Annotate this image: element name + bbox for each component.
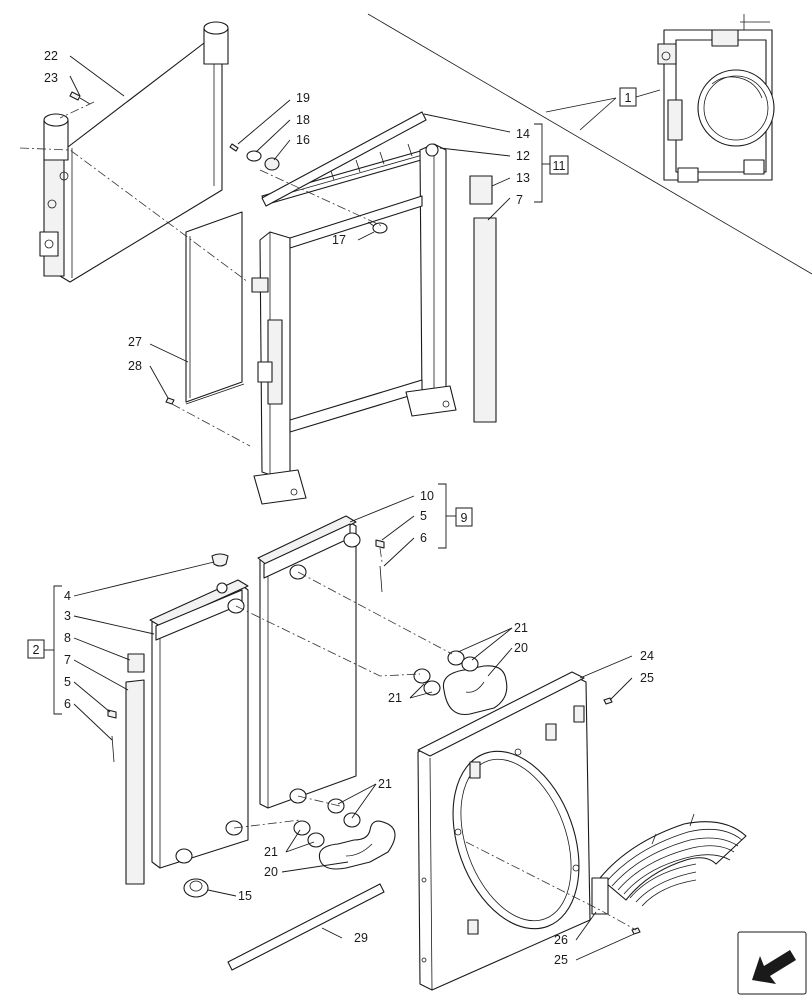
callout-10: 10 bbox=[420, 489, 434, 503]
callout-21-a: 21 bbox=[514, 621, 528, 635]
callout-20-b: 20 bbox=[264, 865, 278, 879]
washer-stack-16-18-19 bbox=[229, 143, 280, 171]
assembly-overview-thumbnail bbox=[367, 13, 812, 275]
callout-20-a: 20 bbox=[514, 641, 528, 655]
ref-box-11-label: 11 bbox=[553, 159, 566, 173]
bolt-23 bbox=[69, 91, 91, 105]
callout-21-c: 21 bbox=[378, 777, 392, 791]
fan-shroud-24 bbox=[417, 671, 591, 991]
callout-14: 14 bbox=[516, 127, 530, 141]
callout-21-d: 21 bbox=[264, 845, 278, 859]
ref-box-11 bbox=[549, 155, 569, 175]
foam-strip-7-lower bbox=[125, 679, 145, 885]
foam-strip-7-upper bbox=[473, 217, 497, 423]
radiator-frame bbox=[251, 143, 457, 505]
foam-pad-8 bbox=[127, 653, 145, 673]
callout-13: 13 bbox=[516, 171, 530, 185]
callout-27: 27 bbox=[128, 335, 142, 349]
callout-5-lower: 5 bbox=[64, 675, 71, 689]
spacer-15 bbox=[183, 878, 209, 898]
callout-25-upper: 25 bbox=[640, 671, 654, 685]
arrow-left-down-icon[interactable] bbox=[737, 931, 807, 995]
ref-box-2-label: 2 bbox=[33, 643, 40, 657]
screen-panel-27 bbox=[165, 211, 245, 405]
clip-5-6-upper bbox=[375, 539, 385, 593]
callout-22: 22 bbox=[44, 49, 58, 63]
callout-6-lower: 6 bbox=[64, 697, 71, 711]
callout-7-upper: 7 bbox=[516, 193, 523, 207]
callout-28: 28 bbox=[128, 359, 142, 373]
assembly-centerlines bbox=[19, 101, 637, 931]
fan-guard-26 bbox=[591, 813, 747, 935]
callout-21-b: 21 bbox=[388, 691, 402, 705]
callout-16: 16 bbox=[296, 133, 310, 147]
callout-15: 15 bbox=[238, 889, 252, 903]
callout-4: 4 bbox=[64, 589, 71, 603]
ref-box-1-label: 1 bbox=[625, 91, 632, 105]
hose-20-lower bbox=[293, 798, 396, 870]
callout-labels: 22 23 19 18 16 14 12 13 7 17 27 28 10 5 … bbox=[44, 49, 654, 967]
callout-19: 19 bbox=[296, 91, 310, 105]
callout-18: 18 bbox=[296, 113, 310, 127]
callout-3: 3 bbox=[64, 609, 71, 623]
foam-pad-13 bbox=[469, 175, 493, 205]
callout-7-lower: 7 bbox=[64, 653, 71, 667]
radiator-3 bbox=[149, 579, 249, 869]
strip-29 bbox=[227, 883, 385, 971]
ref-box-2 bbox=[27, 639, 45, 659]
ref-box-9 bbox=[455, 507, 473, 527]
callout-17: 17 bbox=[332, 233, 346, 247]
cap-4 bbox=[211, 553, 229, 567]
ref-box-9-label: 9 bbox=[461, 511, 468, 525]
callout-25-lower: 25 bbox=[554, 953, 568, 967]
leader-lines bbox=[69, 55, 635, 961]
oil-cooler-10 bbox=[257, 515, 361, 809]
callout-5-upper: 5 bbox=[420, 509, 427, 523]
callout-23: 23 bbox=[44, 71, 58, 85]
bolt-17 bbox=[367, 221, 388, 234]
callout-29: 29 bbox=[354, 931, 368, 945]
seal-strip-14 bbox=[261, 111, 427, 207]
callout-26: 26 bbox=[554, 933, 568, 947]
clip-5-6-lower bbox=[107, 709, 117, 763]
callout-6-upper: 6 bbox=[420, 531, 427, 545]
callout-24: 24 bbox=[640, 649, 654, 663]
callout-8: 8 bbox=[64, 631, 71, 645]
group-brackets bbox=[44, 123, 550, 715]
callout-12: 12 bbox=[516, 149, 530, 163]
hose-20-upper bbox=[413, 650, 508, 716]
